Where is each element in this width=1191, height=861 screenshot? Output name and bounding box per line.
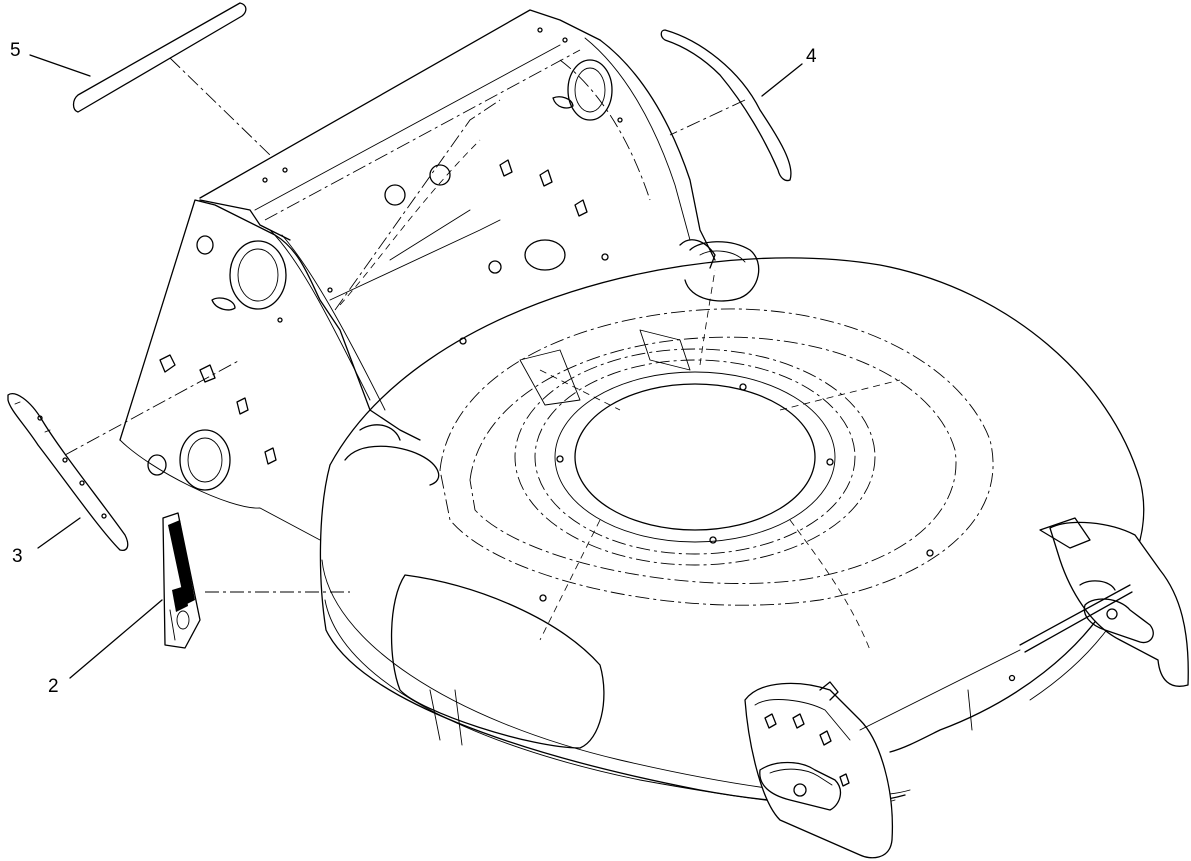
callout-4: 4 [761, 46, 817, 97]
callout-label-2: 2 [48, 676, 59, 697]
decal-2 [162, 512, 350, 649]
decal-3 [7, 359, 241, 551]
decal-4 [660, 29, 792, 182]
callout-3: 3 [12, 517, 81, 567]
mower-deck-housing [319, 241, 1145, 807]
callout-5: 5 [10, 40, 91, 77]
axle-rod [859, 649, 1021, 731]
callout-2: 2 [48, 599, 163, 697]
callout-label-5: 5 [10, 40, 21, 61]
callout-label-3: 3 [12, 546, 23, 567]
handle-bracket [119, 9, 716, 541]
callout-label-4: 4 [806, 46, 817, 67]
rear-wheel-plate-right [1019, 517, 1189, 687]
decal-5 [72, 2, 271, 156]
rear-wheel-plate-left [744, 681, 894, 859]
